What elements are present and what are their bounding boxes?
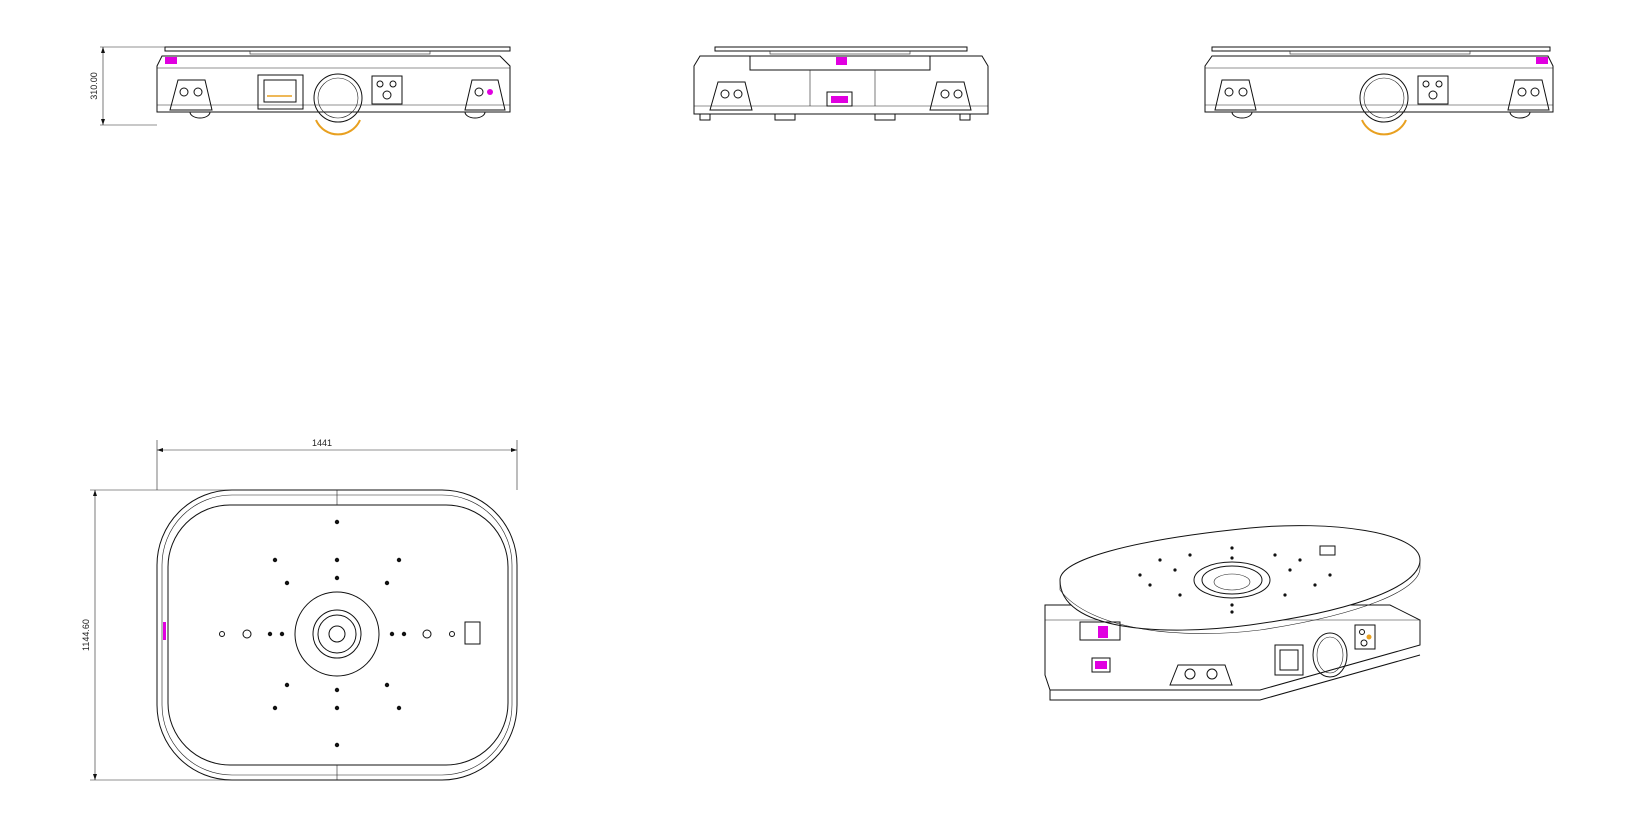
side-view-right [1204, 46, 1554, 136]
height-dimension-label: 310.00 [89, 72, 99, 100]
depth-dimension-label: 1144.60 [81, 619, 91, 651]
hole-pattern [219, 519, 481, 748]
isometric-view [1044, 525, 1421, 701]
top-view: 1441 1144.60 [81, 438, 518, 781]
iso-hole-pattern [1138, 546, 1332, 614]
width-dimension-label: 1441 [312, 438, 332, 448]
side-view-left: 310.00 [89, 46, 511, 136]
front-view [693, 46, 989, 121]
